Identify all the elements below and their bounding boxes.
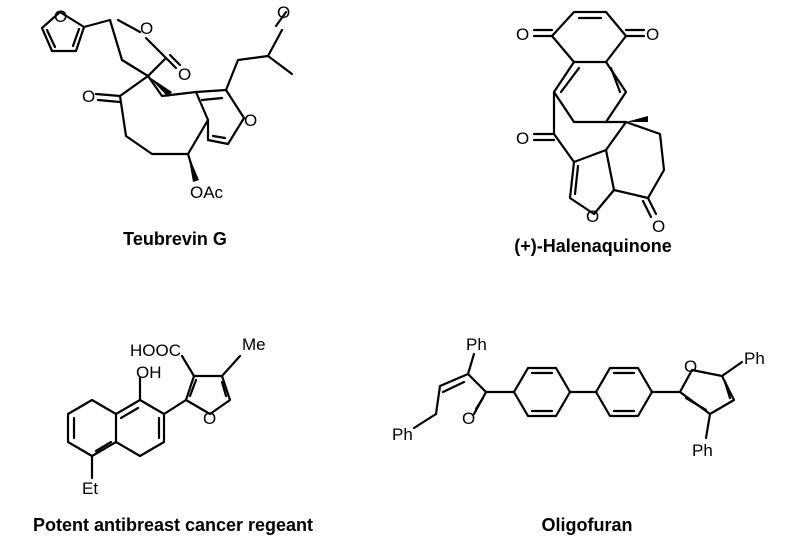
oligofuran-right-oxygen-label: O: [684, 357, 697, 376]
teubrevin-side-ketone-oxygen-label: O: [277, 3, 290, 22]
teubrevin-lactone-oxygen-label: O: [140, 19, 153, 38]
antibreast-hooc-label: HOOC: [130, 341, 181, 360]
structure-halenaquinone: O O O O O: [516, 10, 665, 236]
structure-antibreast-agent: HOOC OH Me O Et: [66, 335, 266, 498]
oligofuran-ph-bottom-right-label: Ph: [692, 441, 713, 460]
antibreast-et-label: Et: [82, 479, 98, 498]
caption-halenaquinone: (+)-Halenaquinone: [514, 236, 672, 256]
teubrevin-lactone-carbonyl-oxygen-label: O: [178, 65, 191, 84]
halenaquinone-furan-oxygen-label: O: [586, 207, 599, 226]
structure-oligofuran: Ph Ph O O Ph Ph: [392, 335, 765, 460]
halenaquinone-oxygen-3-label: O: [516, 129, 529, 148]
oligofuran-ph-left-label: Ph: [392, 425, 413, 444]
antibreast-me-label: Me: [242, 335, 266, 354]
antibreast-furan-oxygen-label: O: [203, 409, 216, 428]
oligofuran-ph-right-label: Ph: [744, 349, 765, 368]
teubrevin-oac-label: OAc: [190, 183, 224, 202]
antibreast-oh-label: OH: [136, 363, 162, 382]
structure-teubrevin-g: O O O O O O OAc: [40, 3, 294, 202]
caption-teubrevin-g: Teubrevin G: [123, 229, 227, 249]
teubrevin-ketone-oxygen-label: O: [82, 87, 95, 106]
halenaquinone-ketone-oxygen-label: O: [652, 217, 665, 236]
halenaquinone-oxygen-2-label: O: [646, 25, 659, 44]
teubrevin-furan-oxygen-label: O: [54, 7, 67, 26]
caption-oligofuran: Oligofuran: [542, 515, 633, 535]
teubrevin-fused-furan-oxygen-label: O: [244, 111, 257, 130]
oligofuran-ph-top-left-label: Ph: [466, 335, 487, 354]
oligofuran-left-oxygen-label: O: [462, 409, 475, 428]
halenaquinone-oxygen-1-label: O: [516, 25, 529, 44]
caption-antibreast-agent: Potent antibreast cancer regeant: [33, 515, 313, 535]
